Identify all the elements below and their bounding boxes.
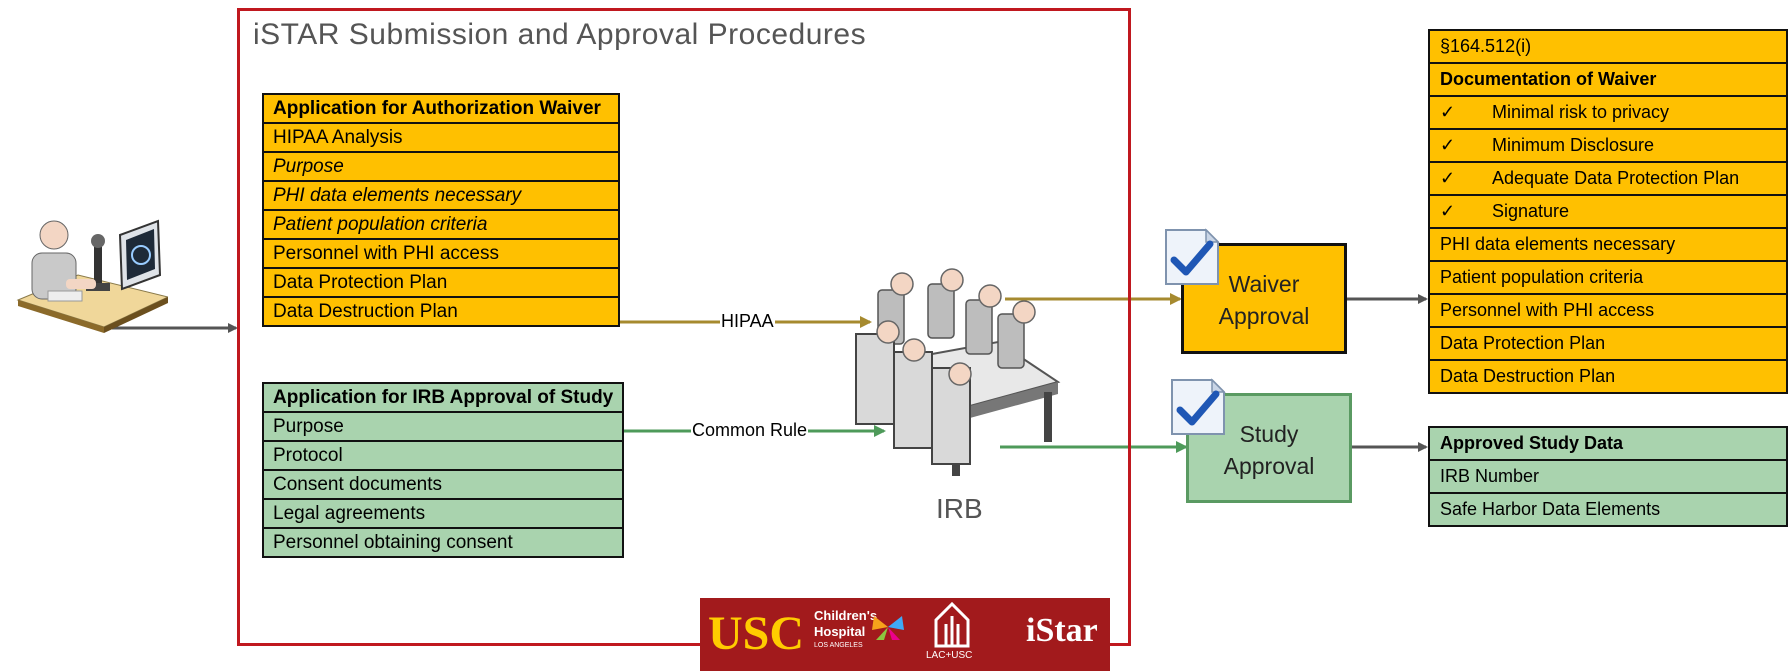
waiver-criterion: ✓ Minimum Disclosure	[1428, 128, 1788, 163]
institution-logo-banner: USC Children's Hospital LOS ANGELES LAC+…	[700, 598, 1110, 671]
documentation-header: Documentation of Waiver	[1428, 62, 1788, 97]
irb-label: IRB	[936, 493, 983, 524]
lac-usc-label: LAC+USC	[926, 650, 973, 661]
waiver-criterion: ✓ Adequate Data Protection Plan	[1428, 161, 1788, 196]
regulation-section: §164.512(i)	[1428, 29, 1788, 64]
waiver-criterion: ✓ Signature	[1428, 194, 1788, 229]
waiver-application-item: Personnel with PHI access	[262, 238, 620, 269]
checkmark-icon: ✓	[1440, 201, 1456, 221]
documentation-item: Patient population criteria	[1428, 260, 1788, 295]
waiver-criterion: ✓ Minimal risk to privacy	[1428, 95, 1788, 130]
waiver-application-item: Data Destruction Plan	[262, 296, 620, 327]
approved-data-header: Approved Study Data	[1428, 426, 1788, 461]
checked-document-icon	[1165, 228, 1220, 285]
waiver-application-header: Application for Authorization Waiver	[262, 93, 620, 124]
irb-meeting-icon	[855, 268, 1061, 476]
waiver-approval-box: Waiver Approval	[1181, 243, 1347, 354]
irb-application-table: Application for IRB Approval of Study Pu…	[261, 382, 625, 558]
waiver-application-item: HIPAA Analysis	[262, 122, 620, 153]
irb-application-item: Personnel obtaining consent	[261, 527, 625, 558]
checked-document-icon	[1171, 378, 1226, 435]
documentation-item: Data Protection Plan	[1428, 326, 1788, 361]
documentation-item: Personnel with PHI access	[1428, 293, 1788, 328]
approved-data-item: IRB Number	[1428, 459, 1788, 494]
waiver-criterion-label: Minimal risk to privacy	[1492, 102, 1670, 122]
waiver-application-item: PHI data elements necessary	[262, 180, 620, 211]
page-title: iSTAR Submission and Approval Procedures	[253, 18, 867, 51]
chla-logo-line1: Children's	[814, 608, 878, 623]
checkmark-icon: ✓	[1440, 135, 1456, 155]
lac-usc-logo-icon	[934, 602, 970, 648]
waiver-application-item: Data Protection Plan	[262, 267, 620, 298]
waiver-application-item: Patient population criteria	[262, 209, 620, 240]
waiver-approval-line1: Waiver	[1228, 271, 1300, 297]
chla-logo-line2: Hospital	[814, 624, 866, 639]
chla-logo-line3: LOS ANGELES	[814, 642, 863, 649]
approved-data-item: Safe Harbor Data Elements	[1428, 492, 1788, 527]
common-rule-label: Common Rule	[691, 420, 809, 441]
waiver-application-table: Application for Authorization Waiver HIP…	[262, 93, 620, 327]
irb-application-item: Protocol	[261, 440, 625, 471]
checkmark-icon: ✓	[1440, 168, 1456, 188]
irb-application-item: Purpose	[261, 411, 625, 442]
study-approval-box: Study Approval	[1186, 393, 1352, 503]
documentation-item: Data Destruction Plan	[1428, 359, 1788, 394]
istar-frame	[237, 8, 1131, 646]
study-approval-line2: Approval	[1223, 453, 1315, 479]
study-approval-line1: Study	[1239, 421, 1299, 447]
irb-application-item: Legal agreements	[261, 498, 625, 529]
waiver-application-item: Purpose	[262, 151, 620, 182]
researcher-icon	[16, 219, 168, 333]
documentation-item: PHI data elements necessary	[1428, 227, 1788, 262]
butterfly-icon	[872, 616, 904, 640]
waiver-criterion-label: Minimum Disclosure	[1492, 135, 1655, 155]
istar-logo: iStar	[1026, 612, 1098, 649]
waiver-criterion-label: Adequate Data Protection Plan	[1492, 168, 1740, 188]
irb-application-header: Application for IRB Approval of Study	[261, 382, 625, 413]
hipaa-label: HIPAA	[720, 311, 775, 332]
documentation-of-waiver-table: §164.512(i) Documentation of Waiver ✓ Min…	[1428, 29, 1788, 394]
irb-application-item: Consent documents	[261, 469, 625, 500]
waiver-approval-line2: Approval	[1218, 303, 1310, 329]
checkmark-icon: ✓	[1440, 102, 1456, 122]
usc-logo: USC	[708, 607, 805, 660]
waiver-criterion-label: Signature	[1492, 201, 1570, 221]
